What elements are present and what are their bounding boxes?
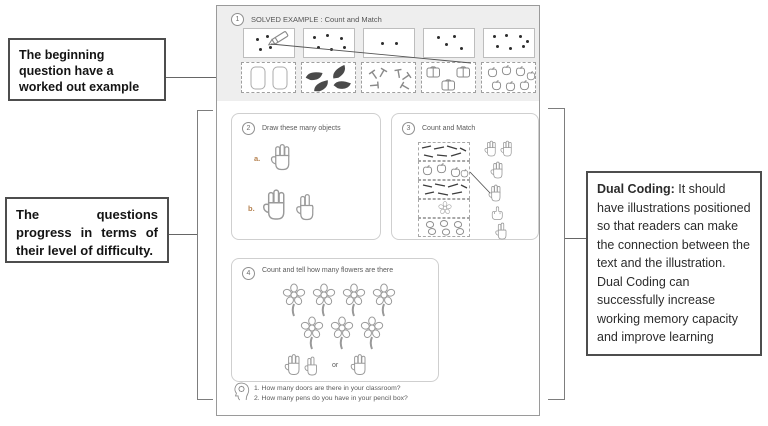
callout-dual-coding: Dual Coding: It should have illustration… <box>586 171 762 356</box>
match-box-apples <box>418 161 470 180</box>
object-box-doors <box>241 62 296 93</box>
flower-icon <box>372 283 396 317</box>
callout-worked-example: The beginning question have a worked out… <box>8 38 166 101</box>
object-box-gifts <box>421 62 476 93</box>
section-count-flowers: 4 Count and tell how many flowers are th… <box>231 258 439 382</box>
flower-icon <box>300 316 324 350</box>
match-line <box>469 171 491 194</box>
dot-box-5 <box>483 28 535 58</box>
arrow-icons <box>421 145 467 158</box>
dot-box-2 <box>303 28 355 58</box>
dot-box-3 <box>363 28 415 58</box>
solved-example-number: 1 <box>231 13 244 26</box>
callout-difficulty: The questions progress in terms of their… <box>5 197 169 263</box>
section-flowers-title: Count and tell how many flowers are ther… <box>262 267 394 274</box>
hand-icon <box>294 193 319 221</box>
solved-example-match-line <box>270 43 472 64</box>
bracket-left <box>197 110 213 400</box>
hand-icon <box>262 188 291 221</box>
thinking-icon <box>233 382 250 401</box>
hand-icon <box>284 353 304 376</box>
flower-icon <box>330 316 354 350</box>
solved-example-title: SOLVED EXAMPLE : Count and Match <box>251 15 382 24</box>
section-match-number: 3 <box>402 122 415 135</box>
hand-icon <box>303 356 321 376</box>
flower-icon <box>282 283 306 317</box>
hammer-icons <box>368 67 412 90</box>
section-count-match: 3 Count and Match <box>391 113 539 240</box>
flower-icon <box>342 283 366 317</box>
match-box-sticks <box>418 180 470 199</box>
or-label: or <box>332 362 339 369</box>
section-flowers-number: 4 <box>242 267 255 280</box>
object-box-leaves <box>301 62 356 93</box>
oral-question-2: 2. How many pens do you have in your pen… <box>254 395 408 402</box>
match-box-eggs <box>418 218 470 237</box>
object-box-hammers <box>361 62 416 93</box>
section-draw-header: 2 Draw these many objects <box>242 122 341 135</box>
worksheet-page: 1 SOLVED EXAMPLE : Count and Match <box>216 5 540 416</box>
stick-icons <box>422 183 468 196</box>
dot-box-4 <box>423 28 475 58</box>
solved-example-band: 1 SOLVED EXAMPLE : Count and Match <box>217 6 539 101</box>
section-draw-number: 2 <box>242 122 255 135</box>
hand-icon <box>350 353 370 376</box>
egg-icons <box>425 220 465 236</box>
hand-icon <box>270 143 295 171</box>
match-box-arrows <box>418 142 470 161</box>
callout-worked-example-text: The beginning question have a worked out… <box>19 48 140 94</box>
bracket-right <box>548 108 565 400</box>
callout-dual-coding-body: It should have illustrations positioned … <box>597 182 751 344</box>
connector-worked-example <box>166 77 216 78</box>
callout-difficulty-text: The questions progress in terms of their… <box>16 207 158 258</box>
flower-icon <box>360 316 384 350</box>
connector-difficulty <box>169 234 197 235</box>
flower-icon <box>312 283 336 317</box>
callout-dual-coding-lead: Dual Coding: <box>597 182 675 196</box>
section-draw-objects: 2 Draw these many objects a. b. <box>231 113 381 240</box>
item-a-label: a. <box>254 154 261 163</box>
object-box-apples <box>481 62 536 93</box>
match-box-flower <box>418 199 470 218</box>
connector-dual-coding <box>565 238 586 239</box>
section-draw-title: Draw these many objects <box>262 125 341 132</box>
section-match-header: 3 Count and Match <box>402 122 475 135</box>
section-match-title: Count and Match <box>422 125 476 132</box>
solved-example-header: 1 SOLVED EXAMPLE : Count and Match <box>231 13 382 26</box>
oral-question-1: 1. How many doors are there in your clas… <box>254 385 401 392</box>
section-flowers-header: 4 Count and tell how many flowers are th… <box>242 267 422 280</box>
item-b-label: b. <box>248 204 255 213</box>
dot-box-1 <box>243 28 295 58</box>
